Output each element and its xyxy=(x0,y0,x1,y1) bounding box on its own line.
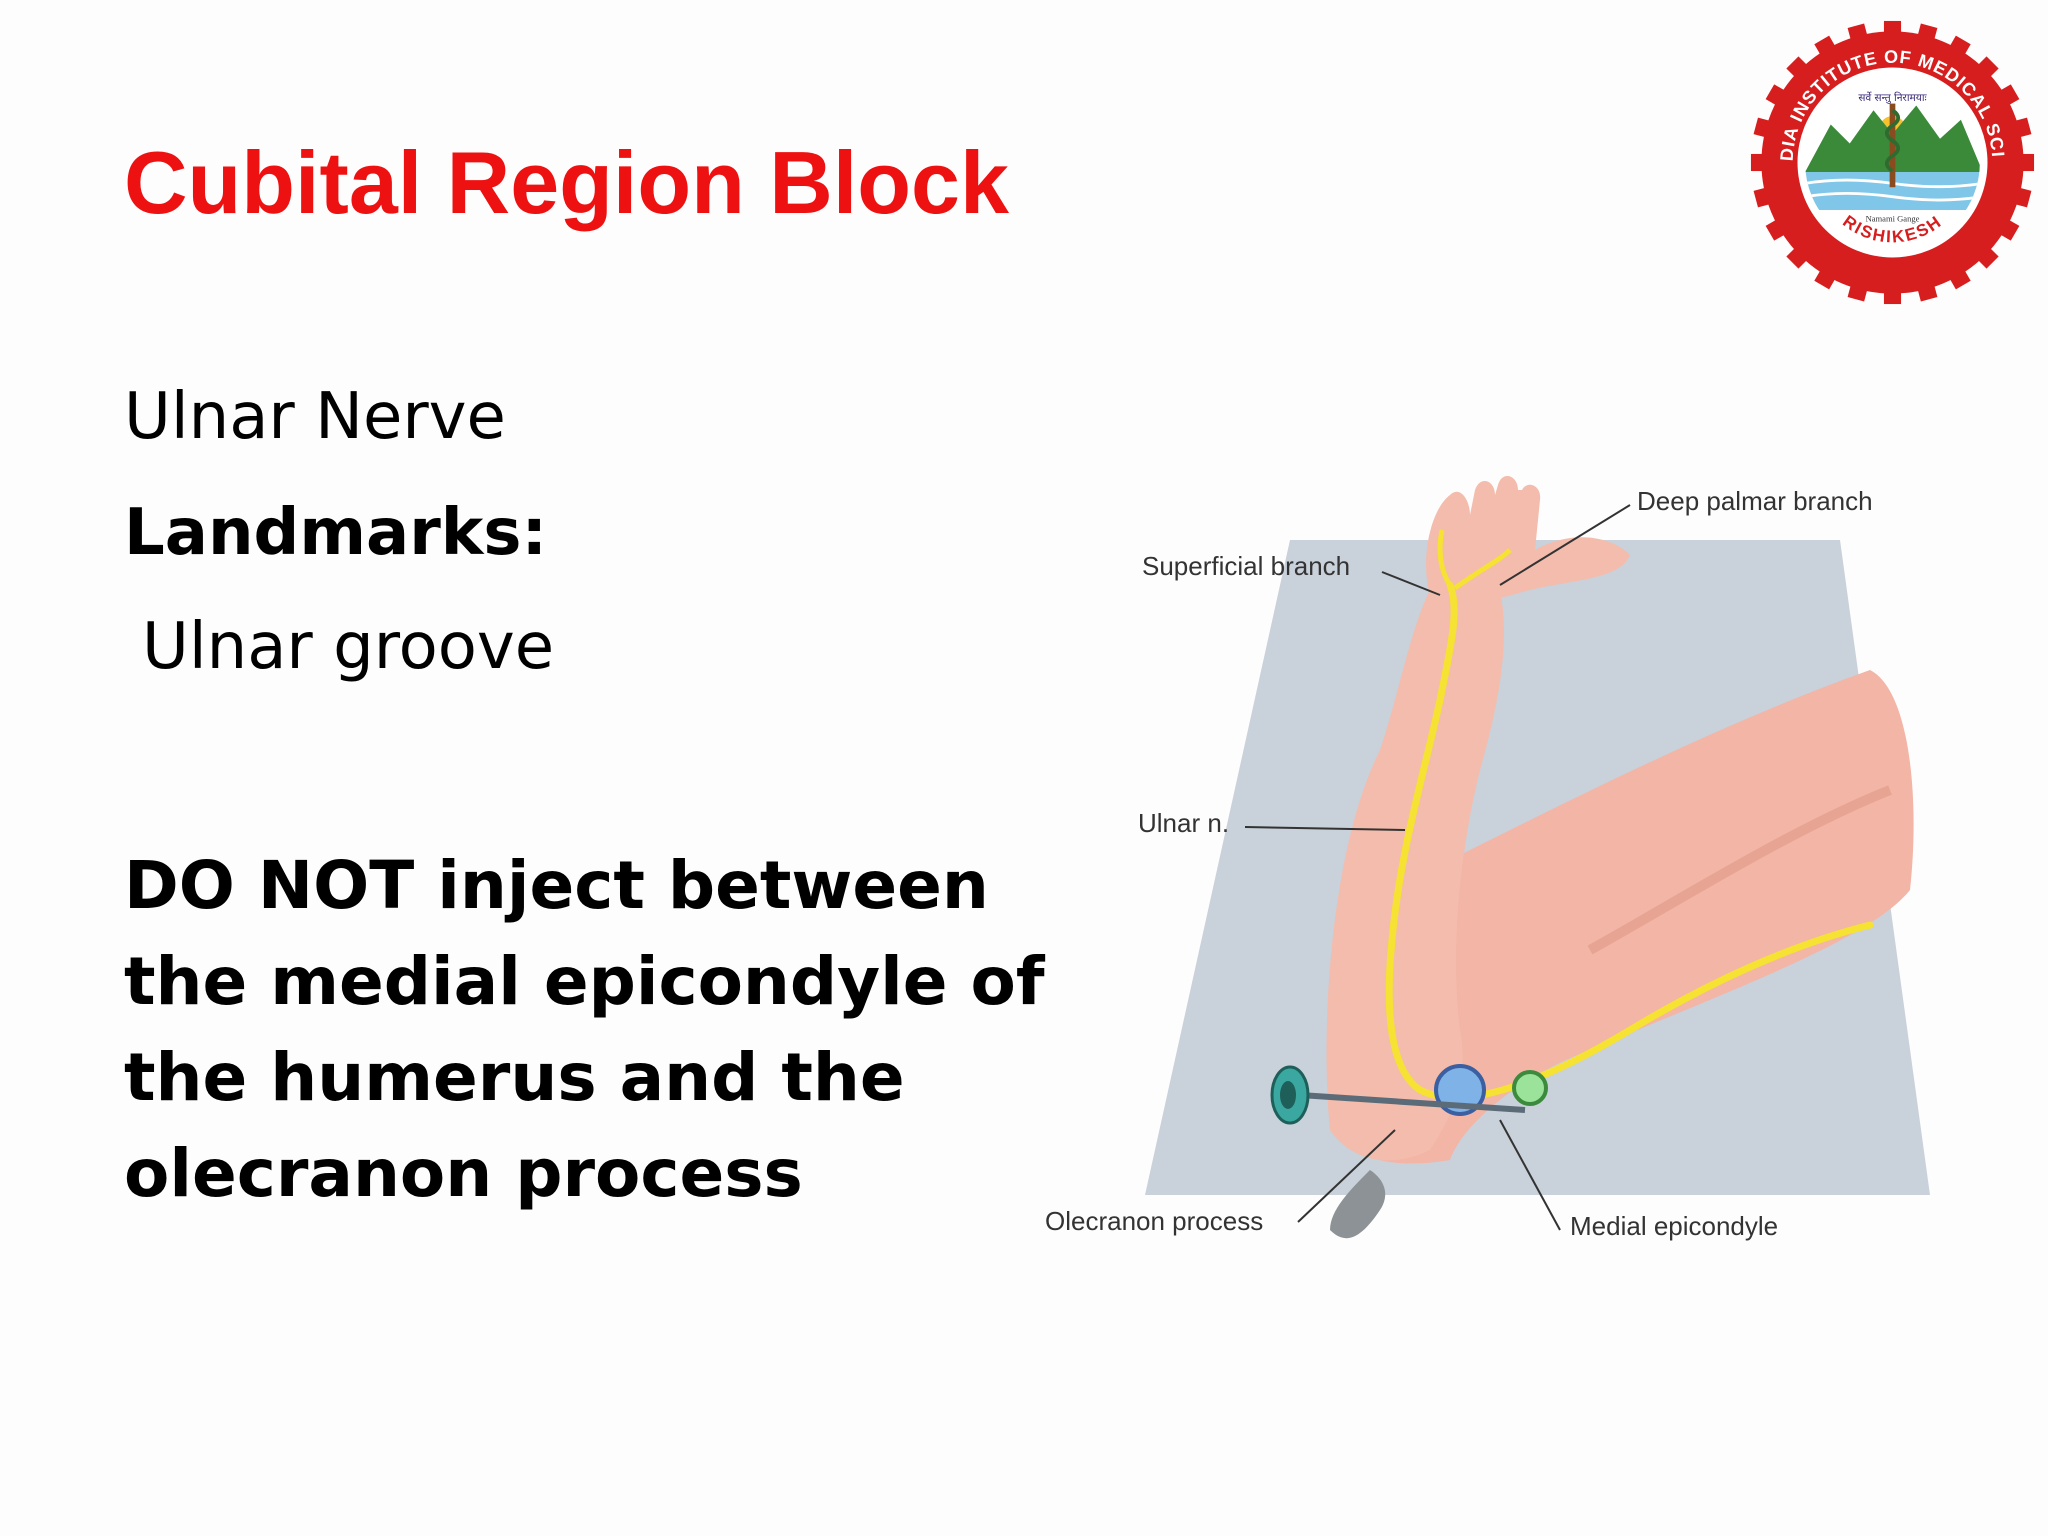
logo-cog-tooth xyxy=(2010,186,2032,208)
logo-cog-tooth xyxy=(1814,35,1838,59)
logo-cog-tooth xyxy=(1750,153,1769,172)
label-deep-palmar-branch: Deep palmar branch xyxy=(1637,486,1873,516)
stimulator-probe xyxy=(1330,1170,1386,1239)
logo-cog-tooth xyxy=(1996,84,2020,108)
needle xyxy=(1299,1092,1526,1113)
logo-cog-tooth xyxy=(1947,35,1971,59)
label-superficial-branch: Superficial branch xyxy=(1142,551,1350,581)
elbow-illustration: Deep palmar branch Superficial branch Ul… xyxy=(1045,475,1930,1241)
warning-line: olecranon process xyxy=(124,1135,803,1212)
logo-cog-tooth xyxy=(1883,20,1902,39)
logo-cog-tooth xyxy=(1916,23,1938,45)
logo-cog-tooth xyxy=(1847,280,1869,302)
logo-cog-tooth xyxy=(1996,217,2020,241)
forearm xyxy=(1326,590,1504,1161)
logo-cog-tooth xyxy=(1753,186,1775,208)
warning-line: DO NOT inject between xyxy=(124,847,989,924)
logo-cog-tooth xyxy=(1814,266,1838,290)
hand xyxy=(1426,475,1630,598)
logo-cog-tooth xyxy=(2010,117,2032,139)
warning-line: the medial epicondyle of xyxy=(124,943,1045,1020)
label-olecranon-process: Olecranon process xyxy=(1045,1206,1263,1236)
logo-cog-tooth xyxy=(2016,153,2035,172)
institute-logo: ALL INDIA INSTITUTE OF MEDICAL SCIENCES … xyxy=(1750,20,2035,305)
logo-cog-tooth xyxy=(1765,217,1789,241)
logo-cog-tooth xyxy=(1883,286,1902,305)
landmark-item: Ulnar groove xyxy=(142,610,555,684)
medial-epicondyle-marker xyxy=(1512,1070,1548,1106)
logo-cog-tooth xyxy=(1947,266,1971,290)
logo-cog-tooth xyxy=(1765,84,1789,108)
logo-cog-tooth xyxy=(1753,117,1775,139)
ulnar-nerve xyxy=(1385,581,1874,1101)
logo-cog-tooth xyxy=(1916,280,1938,302)
label-medial-epicondyle: Medial epicondyle xyxy=(1570,1211,1778,1241)
logo-motto: सर्वे सन्तु निरामयाः xyxy=(1858,91,1927,104)
upper-arm xyxy=(1328,670,1914,1164)
nerve-name: Ulnar Nerve xyxy=(124,380,506,454)
warning-line: the humerus and the xyxy=(124,1039,905,1116)
warning-text: DO NOT inject between the medial epicond… xyxy=(124,838,1045,1222)
logo-river-text: Namami Gange xyxy=(1866,213,1920,223)
logo-cog-tooth xyxy=(1847,23,1869,45)
slide-title: Cubital Region Block xyxy=(124,133,1009,232)
landmarks-heading: Landmarks: xyxy=(124,496,548,570)
label-ulnar-nerve: Ulnar n. xyxy=(1138,808,1229,838)
